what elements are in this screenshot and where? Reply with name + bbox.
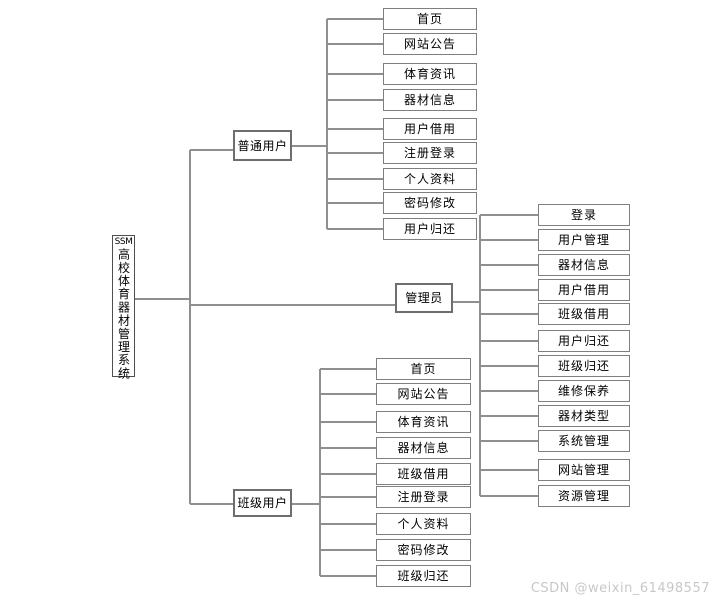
tree-node: 注册登录 bbox=[376, 486, 471, 508]
node-admin: 管理员 bbox=[395, 283, 453, 313]
node-root-system: SSM 高校体育器材管理系统 bbox=[112, 235, 135, 380]
tree-node: 体育资讯 bbox=[383, 63, 477, 85]
tree-node: 用户借用 bbox=[538, 279, 630, 301]
tree-node: 体育资讯 bbox=[376, 411, 471, 433]
tree-node: 器材信息 bbox=[376, 437, 471, 459]
tree-node: 器材信息 bbox=[383, 89, 477, 111]
tree-node: 登录 bbox=[538, 204, 630, 226]
tree-node: 首页 bbox=[376, 358, 471, 380]
tree-node: 首页 bbox=[383, 8, 477, 30]
root-label-prefix: SSM bbox=[114, 237, 133, 247]
tree-node: 班级借用 bbox=[376, 463, 471, 485]
node-class-user: 班级用户 bbox=[233, 489, 292, 517]
tree-node: 维修保养 bbox=[538, 380, 630, 402]
tree-node: 器材类型 bbox=[538, 405, 630, 427]
node-normal-user: 普通用户 bbox=[233, 130, 292, 161]
tree-node: 网站公告 bbox=[383, 33, 477, 55]
root-label: 高校体育器材管理系统 bbox=[116, 248, 131, 380]
tree-node: 系统管理 bbox=[538, 430, 630, 452]
tree-node: 用户归还 bbox=[383, 218, 477, 240]
tree-node: 用户借用 bbox=[383, 118, 477, 140]
tree-node: 用户归还 bbox=[538, 330, 630, 352]
tree-node: 个人资料 bbox=[383, 168, 477, 190]
tree-node: 注册登录 bbox=[383, 142, 477, 164]
tree-node: 班级归还 bbox=[376, 565, 471, 587]
tree-node: 资源管理 bbox=[538, 485, 630, 507]
tree-node: 班级借用 bbox=[538, 303, 630, 325]
tree-node: 网站公告 bbox=[376, 383, 471, 405]
tree-node: 网站管理 bbox=[538, 459, 630, 481]
tree-node: 密码修改 bbox=[383, 192, 477, 214]
tree-node: 用户管理 bbox=[538, 229, 630, 251]
tree-node: 班级归还 bbox=[538, 355, 630, 377]
tree-node: 个人资料 bbox=[376, 513, 471, 535]
tree-node: 密码修改 bbox=[376, 539, 471, 561]
tree-node: 器材信息 bbox=[538, 254, 630, 276]
csdn-watermark: CSDN @weixin_61498557 bbox=[530, 581, 710, 596]
